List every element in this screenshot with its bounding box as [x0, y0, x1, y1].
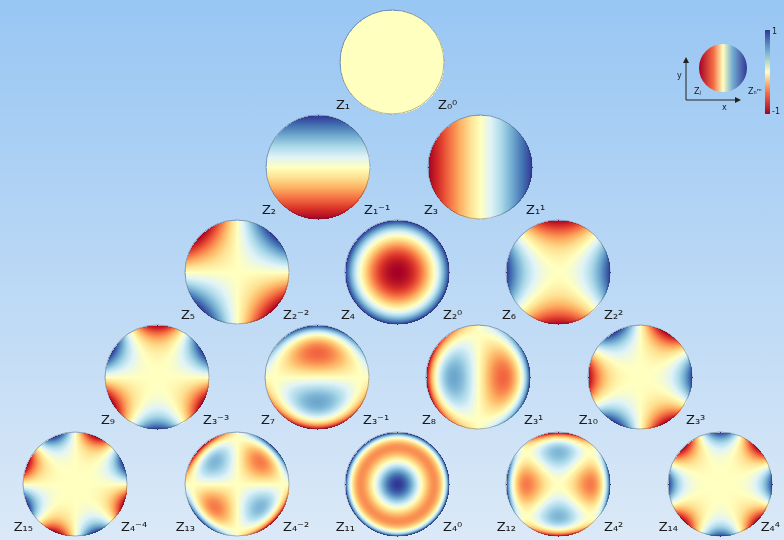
- inset-label: Zⱼ: [694, 88, 701, 96]
- noll-index: Z₆: [502, 308, 516, 321]
- noll-index: Z₈: [422, 413, 436, 426]
- noll-index: Z₁₄: [659, 520, 678, 533]
- noll-index: Z₄: [341, 308, 355, 321]
- noll-index: Z₁₁: [336, 520, 355, 533]
- noll-index: Z₁₅: [14, 520, 33, 533]
- noll-index: Z₉: [101, 413, 115, 426]
- zernike-index: Z₃⁻³: [203, 413, 229, 426]
- colorbar-tick: -1: [772, 108, 780, 116]
- zernike-index: Z₀⁰: [438, 98, 457, 111]
- zernike-index: Z₃¹: [524, 413, 543, 426]
- zernike-index: Z₁¹: [526, 203, 545, 216]
- inset-label: Zₙᵐ: [748, 88, 762, 96]
- axis-label: y: [677, 72, 682, 80]
- noll-index: Z₁: [336, 98, 350, 111]
- zernike-index: Z₄²: [604, 520, 623, 533]
- zernike-index: Z₁⁻¹: [364, 203, 390, 216]
- zernike-index: Z₃³: [686, 413, 705, 426]
- colorbar-tick: 1: [772, 28, 777, 36]
- noll-index: Z₃: [424, 203, 438, 216]
- noll-index: Z₅: [181, 308, 195, 321]
- noll-index: Z₂: [262, 203, 276, 216]
- zernike-index: Z₄⁰: [443, 520, 462, 533]
- zernike-index: Z₄⁻⁴: [121, 520, 147, 533]
- noll-index: Z₇: [261, 413, 275, 426]
- zernike-index: Z₂⁻²: [283, 308, 309, 321]
- noll-index: Z₁₂: [497, 520, 516, 533]
- zernike-index: Z₂²: [604, 308, 623, 321]
- axis-label: x: [722, 104, 727, 112]
- noll-index: Z₁₃: [176, 520, 195, 533]
- zernike-index: Z₄⁴: [761, 520, 780, 533]
- zernike-index: Z₃⁻¹: [363, 413, 389, 426]
- noll-index: Z₁₀: [579, 413, 598, 426]
- zernike-index: Z₂⁰: [443, 308, 462, 321]
- zernike-index: Z₄⁻²: [283, 520, 309, 533]
